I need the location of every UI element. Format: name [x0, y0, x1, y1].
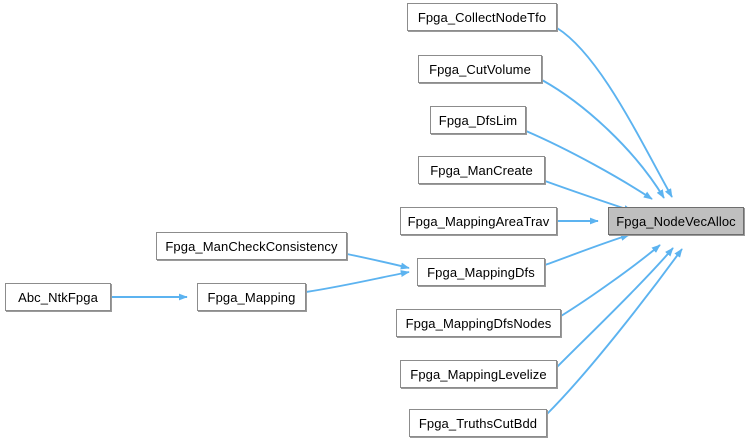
node-label-man_create: Fpga_ManCreate: [430, 162, 533, 178]
node-label-man_check_consistency: Fpga_ManCheckConsistency: [165, 238, 338, 254]
node-abc_ntk_fpga[interactable]: Abc_NtkFpga: [5, 283, 111, 311]
edge-mapping_dfs-to-node_vec_alloc: [544, 234, 630, 266]
edge-cut_volume-to-node_vec_alloc: [541, 79, 665, 199]
node-label-mapping_area_trav: Fpga_MappingAreaTrav: [407, 213, 550, 229]
graph-edges: [111, 27, 683, 415]
node-cut_volume[interactable]: Fpga_CutVolume: [418, 55, 542, 83]
node-node_vec_alloc[interactable]: Fpga_NodeVecAlloc: [608, 207, 744, 235]
node-man_check_consistency[interactable]: Fpga_ManCheckConsistency: [156, 232, 347, 260]
node-label-mapping_levelize: Fpga_MappingLevelize: [410, 366, 547, 382]
node-label-cut_volume: Fpga_CutVolume: [429, 61, 531, 77]
node-label-node_vec_alloc: Fpga_NodeVecAlloc: [616, 213, 736, 229]
edge-collect_node_tfo-to-node_vec_alloc: [556, 27, 673, 198]
node-label-abc_ntk_fpga: Abc_NtkFpga: [18, 289, 98, 305]
node-mapping_levelize[interactable]: Fpga_MappingLevelize: [400, 360, 557, 388]
edge-mapping_dfs_nodes-to-node_vec_alloc: [560, 244, 661, 317]
node-label-mapping_dfs: Fpga_MappingDfs: [427, 264, 535, 280]
edge-mapping-to-node_vec_alloc: [305, 270, 410, 293]
node-label-dfs_lim: Fpga_DfsLim: [438, 112, 518, 128]
node-truths_cut_bdd[interactable]: Fpga_TruthsCutBdd: [409, 409, 547, 437]
node-label-collect_node_tfo: Fpga_CollectNodeTfo: [417, 9, 547, 25]
node-label-mapping: Fpga_Mapping: [207, 289, 296, 305]
edge-truths_cut_bdd-to-node_vec_alloc: [546, 248, 683, 415]
edge-mapping_levelize-to-node_vec_alloc: [556, 247, 674, 368]
node-mapping[interactable]: Fpga_Mapping: [197, 283, 306, 311]
node-dfs_lim[interactable]: Fpga_DfsLim: [430, 106, 526, 134]
node-label-truths_cut_bdd: Fpga_TruthsCutBdd: [418, 415, 538, 431]
node-mapping_area_trav[interactable]: Fpga_MappingAreaTrav: [400, 207, 557, 235]
node-man_create[interactable]: Fpga_ManCreate: [418, 156, 545, 184]
node-mapping_dfs_nodes[interactable]: Fpga_MappingDfsNodes: [396, 309, 561, 337]
node-mapping_dfs[interactable]: Fpga_MappingDfs: [417, 258, 545, 286]
edge-man_check_consistency-to-node_vec_alloc: [346, 253, 410, 270]
node-label-mapping_dfs_nodes: Fpga_MappingDfsNodes: [405, 315, 552, 331]
node-collect_node_tfo[interactable]: Fpga_CollectNodeTfo: [407, 3, 557, 31]
